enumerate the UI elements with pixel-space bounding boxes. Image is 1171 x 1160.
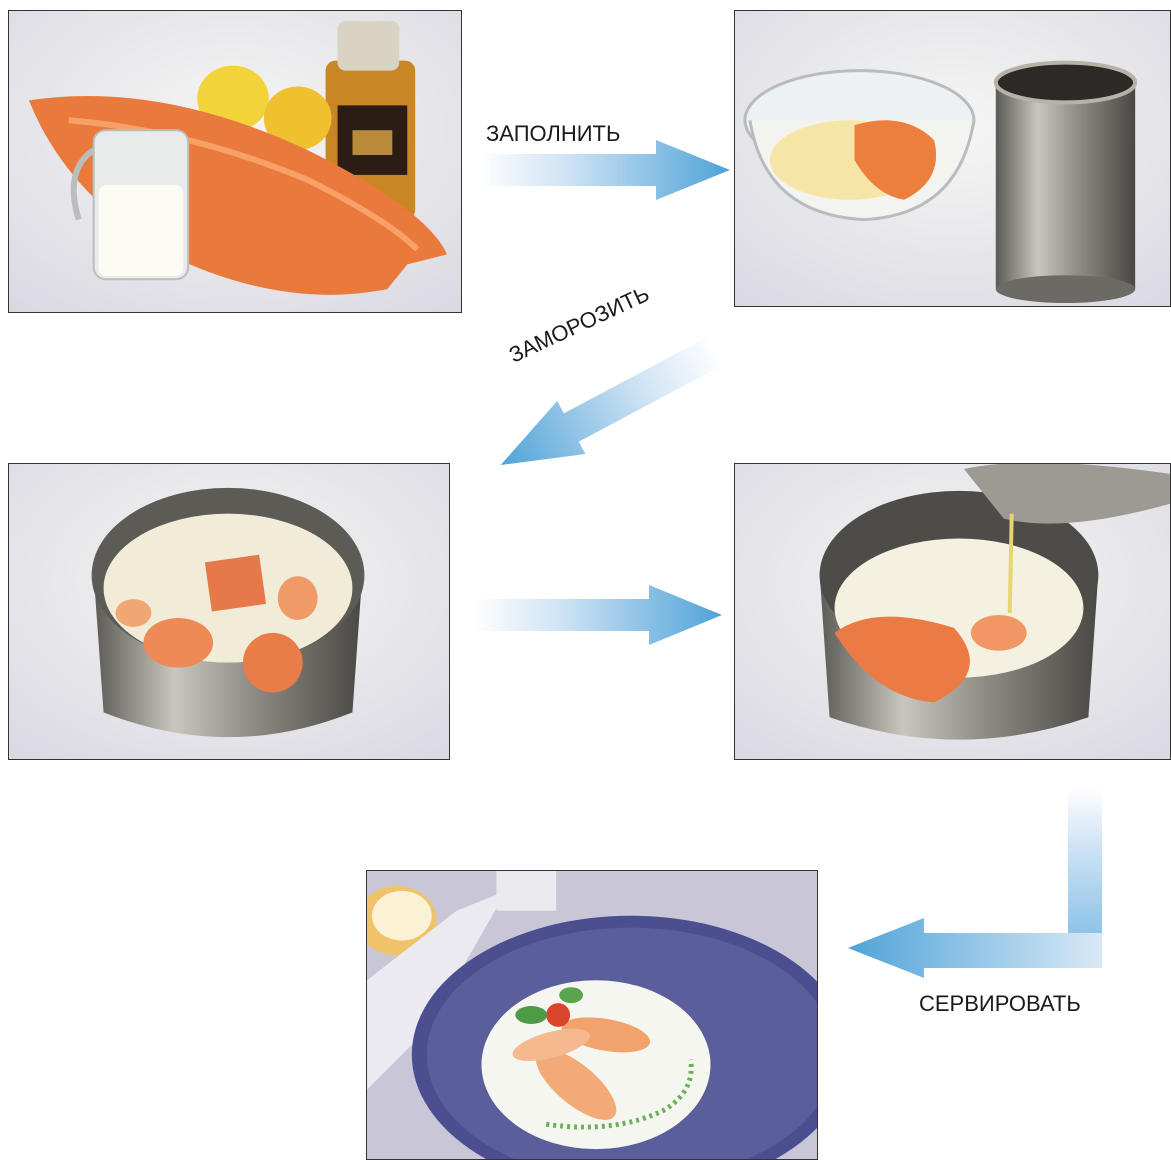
- photo-bowl-and-can: [734, 10, 1171, 307]
- photo-frozen-pot: [8, 463, 450, 760]
- arrow-next: [474, 585, 724, 645]
- arrow-serve: [848, 788, 1108, 978]
- photo-pouring-pot: [734, 463, 1171, 760]
- photo-ingredients: [8, 10, 462, 313]
- photo-served-plate: [366, 870, 818, 1160]
- arrow-fill: [478, 140, 732, 200]
- label-fill: ЗАПОЛНИТЬ: [486, 121, 620, 147]
- label-serve: СЕРВИРОВАТЬ: [919, 991, 1081, 1017]
